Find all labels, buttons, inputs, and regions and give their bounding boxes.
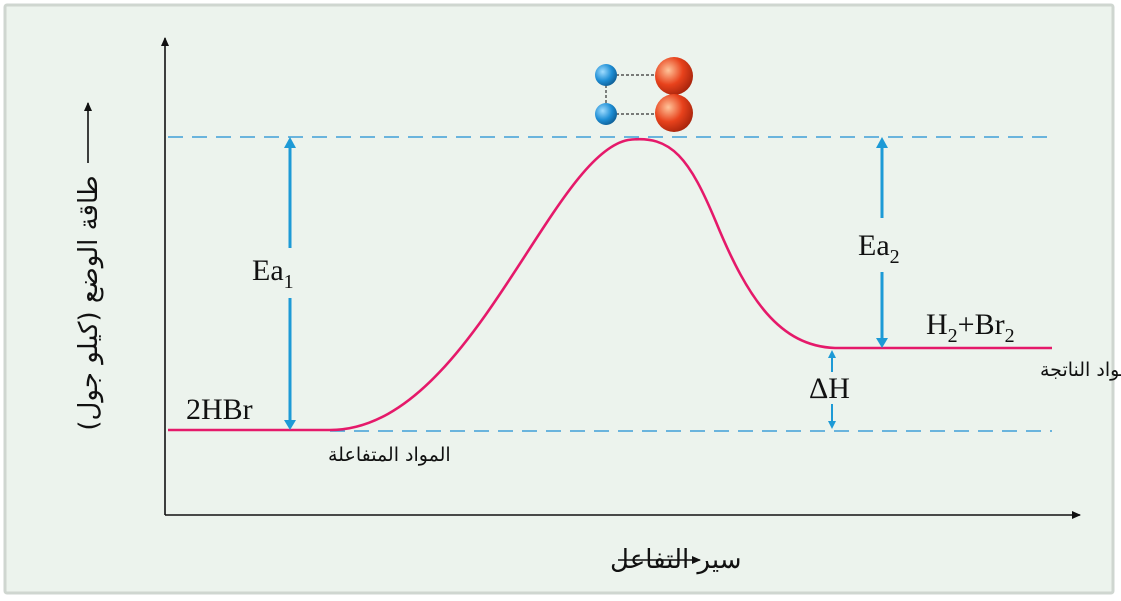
reactants-caption: المواد المتفاعلة (328, 444, 451, 466)
bromine-atom-bottom (655, 94, 693, 132)
hydrogen-atom-bottom (595, 103, 617, 125)
y-axis-label-group: طاقة الوضع (كيلو جول) (74, 102, 104, 431)
diagram-background (3, 3, 1115, 595)
x-axis-label-group: سير التفاعل (610, 545, 742, 575)
products-formula: H2+Br2 (926, 308, 1015, 347)
ea1-label: Ea1 (252, 254, 294, 293)
hydrogen-atom-top (595, 64, 617, 86)
ea2-label: Ea2 (858, 229, 900, 268)
reaction-energy-curve (168, 137, 1052, 432)
ea1-arrow (284, 137, 296, 430)
reactants-formula: 2HBr (186, 393, 253, 426)
transition-state-molecule-icon (595, 57, 693, 132)
ea2-arrow (876, 137, 888, 348)
bromine-atom-top (655, 57, 693, 95)
products-caption: المواد الناتجة (1040, 359, 1121, 381)
delta-h-arrow (828, 350, 836, 429)
delta-h-label: ΔH (809, 372, 850, 405)
y-axis-label: طاقة الوضع (كيلو جول) (74, 175, 104, 430)
